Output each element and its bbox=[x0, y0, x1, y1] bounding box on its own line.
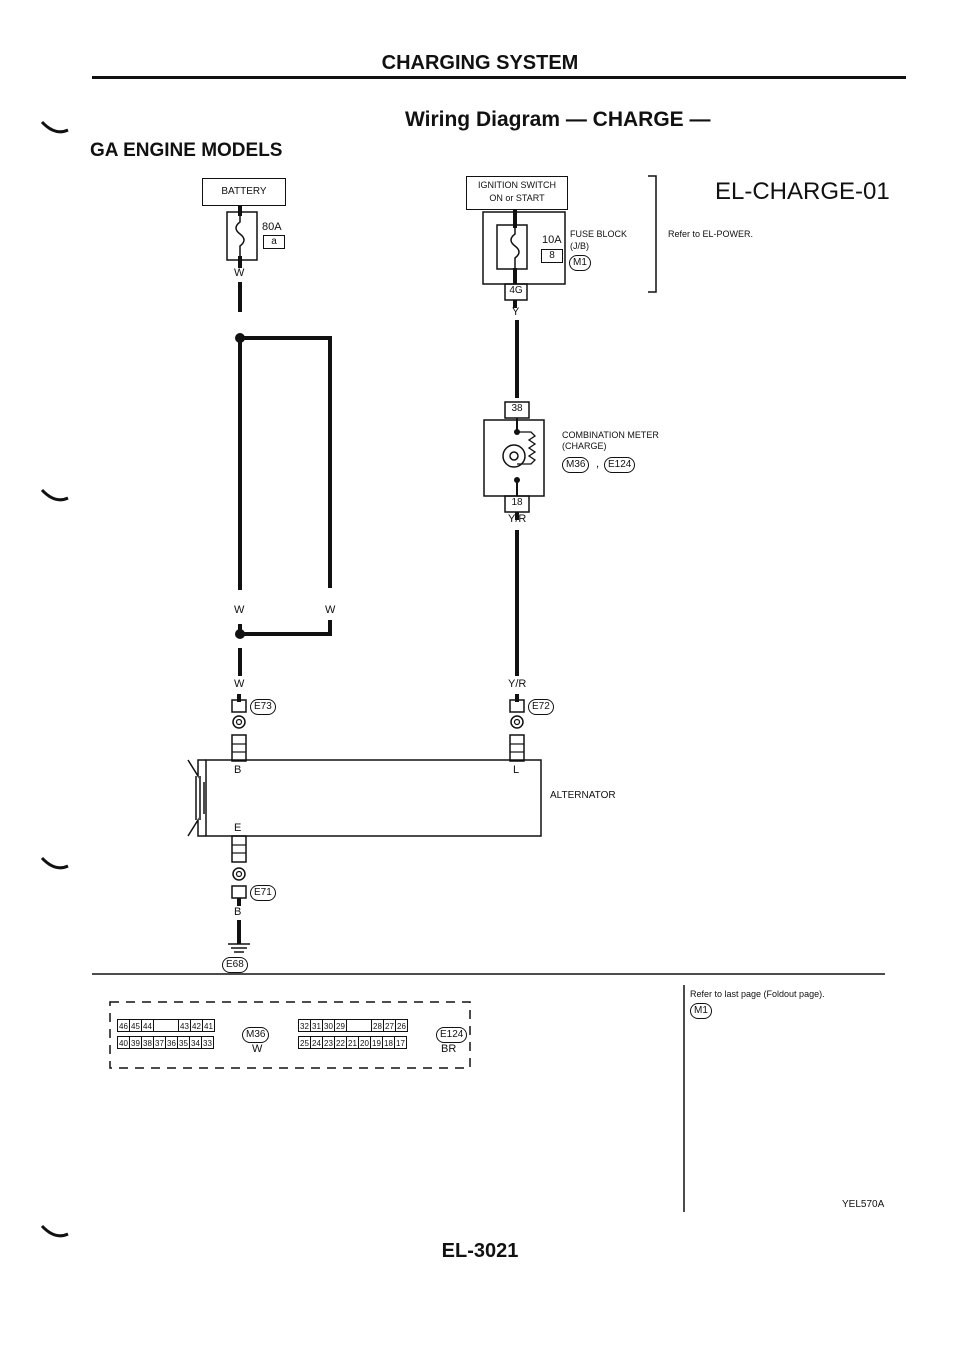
foldout-note: Refer to last page (Foldout page). bbox=[690, 989, 825, 999]
meter-terminal-out: 18 bbox=[511, 497, 523, 508]
refer-el-power: Refer to EL-POWER. bbox=[668, 229, 754, 239]
battery-box: BATTERY bbox=[202, 178, 286, 206]
m36-connector-label: M36 bbox=[242, 1027, 270, 1043]
fuse-block-label: FUSE BLOCK (J/B) bbox=[570, 228, 627, 252]
connector-e73: E73 bbox=[250, 699, 276, 715]
figure-code: YEL570A bbox=[842, 1199, 885, 1210]
meter-connector-e124: E124 bbox=[604, 457, 636, 473]
page-number: EL-3021 bbox=[441, 1240, 519, 1262]
battery-fuse-rating: 80A bbox=[262, 221, 282, 233]
meter-terminal-in: 38 bbox=[511, 403, 523, 414]
diagram-title: Wiring Diagram — CHARGE — bbox=[405, 108, 711, 131]
connector-pin: 26 bbox=[395, 1019, 408, 1032]
ignition-label-line1: IGNITION SWITCH bbox=[478, 180, 556, 190]
ignition-label-line2: ON or START bbox=[489, 193, 545, 203]
ignition-switch-box: IGNITION SWITCH ON or START bbox=[466, 176, 568, 210]
connector-pin bbox=[346, 1019, 372, 1032]
connector-pin: 41 bbox=[202, 1019, 215, 1032]
wire-label-yr-lower: Y/R bbox=[508, 678, 527, 690]
meter-connector-separator: , bbox=[596, 458, 600, 470]
alternator-terminal-b: B bbox=[234, 764, 242, 776]
meter-label-line1: COMBINATION METER bbox=[562, 430, 659, 440]
meter-label: COMBINATION METER (CHARGE) bbox=[562, 430, 659, 452]
e124-connector-color: BR bbox=[441, 1043, 457, 1055]
meter-wire-out: Y/R bbox=[508, 513, 527, 525]
meter-label-line2: (CHARGE) bbox=[562, 441, 607, 451]
battery-fuse-id: a bbox=[263, 235, 285, 249]
ignition-fuse-rating: 10A bbox=[542, 234, 562, 246]
ignition-wire-color: Y bbox=[512, 306, 520, 318]
alternator-label: ALTERNATOR bbox=[550, 790, 616, 801]
meter-connector-m36: M36 bbox=[562, 457, 590, 473]
ground-wire-color: B bbox=[234, 906, 242, 918]
ignition-fuse-id: 8 bbox=[541, 249, 563, 263]
connector-e71: E71 bbox=[250, 885, 276, 901]
fuse-block-line1: FUSE BLOCK bbox=[570, 229, 628, 239]
wire-label-w-right: W bbox=[325, 604, 336, 616]
alternator-terminal-l: L bbox=[513, 764, 520, 776]
foldout-connector-m1: M1 bbox=[690, 1003, 712, 1019]
battery-label: BATTERY bbox=[221, 186, 267, 197]
wire-label-w-left: W bbox=[234, 604, 245, 616]
connector-pin: 17 bbox=[394, 1036, 407, 1049]
header-rule bbox=[92, 76, 906, 79]
fuse-block-connector: M1 bbox=[569, 255, 591, 271]
ground-connector-e68: E68 bbox=[222, 957, 248, 973]
m36-connector-color: W bbox=[252, 1043, 263, 1055]
connector-e72: E72 bbox=[528, 699, 554, 715]
battery-wire-color: W bbox=[234, 267, 245, 279]
model-label: GA ENGINE MODELS bbox=[90, 140, 283, 161]
diagram-code: EL-CHARGE-01 bbox=[715, 178, 890, 205]
alternator-terminal-e: E bbox=[234, 822, 242, 834]
ignition-terminal: 4G bbox=[509, 285, 523, 296]
e124-connector-label: E124 bbox=[436, 1027, 468, 1043]
connector-pin bbox=[153, 1019, 179, 1032]
wire-label-w-lower: W bbox=[234, 678, 245, 690]
section-title: CHARGING SYSTEM bbox=[381, 52, 579, 74]
connector-pin: 33 bbox=[201, 1036, 214, 1049]
fuse-block-line2: (J/B) bbox=[570, 241, 589, 251]
